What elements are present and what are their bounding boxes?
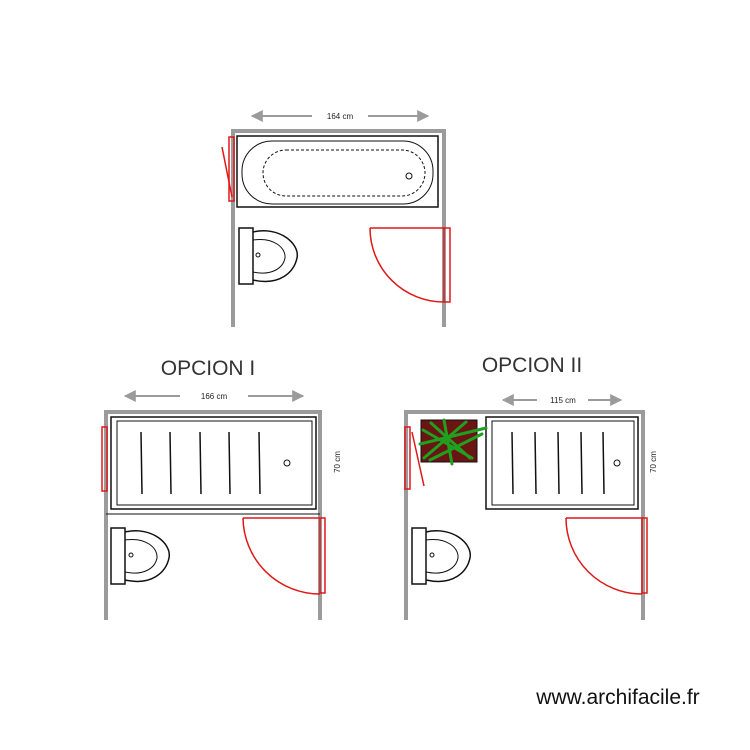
side-label-option2: 70 cm (649, 451, 658, 473)
bathtub-icon (236, 135, 439, 208)
door-swing-icon (369, 227, 451, 303)
window-original (221, 136, 235, 202)
watermark: www.archifacile.fr (535, 686, 699, 709)
dimension-option1-width: 166 cm (123, 390, 305, 402)
shower-tray-icon (110, 416, 317, 510)
walls-option1 (104, 410, 322, 620)
door-swing-icon (565, 517, 648, 595)
toilet-icon (110, 527, 170, 585)
walls-option2 (404, 410, 645, 620)
window-option1 (101, 426, 108, 492)
window-option2 (404, 426, 425, 490)
side-label-option1: 70 cm (333, 451, 342, 473)
dimension-option2-width: 115 cm (501, 394, 623, 406)
plan-original: 164 cm (221, 110, 451, 327)
dimension-label-option1: 166 cm (201, 392, 228, 401)
plan-option1: OPCION I 166 cm 70 cm (101, 357, 342, 620)
toilet-icon (411, 527, 471, 585)
plan-option2: OPCION II 115 cm 70 cm (404, 354, 658, 620)
dimension-option1-depth: 70 cm (333, 451, 342, 473)
dimension-option2-depth: 70 cm (649, 451, 658, 473)
shower-tray-icon (485, 416, 639, 510)
title-option2: OPCION II (482, 354, 582, 377)
toilet-icon (238, 227, 298, 285)
dimension-label-original: 164 cm (327, 112, 354, 121)
title-option1: OPCION I (161, 357, 256, 380)
door-swing-icon (242, 517, 326, 595)
dimension-original-width: 164 cm (250, 110, 430, 122)
dimension-label-option2: 115 cm (550, 396, 576, 405)
plant-icon (418, 418, 488, 466)
